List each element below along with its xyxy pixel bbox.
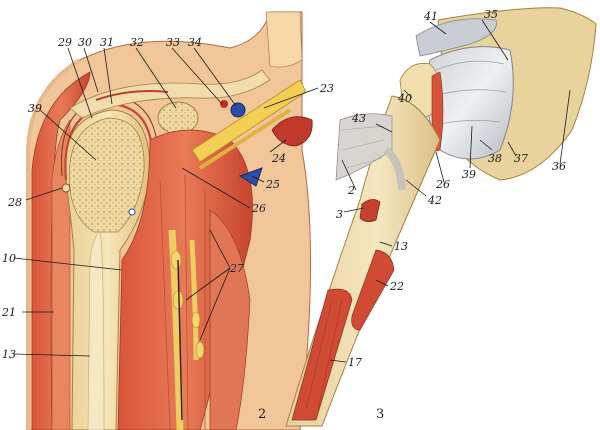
label-26: 26 [251,202,266,215]
label-43: 43 [351,112,366,125]
figure-number-3: 3 [376,407,384,422]
label-39: 39 [28,102,42,115]
label-10: 10 [2,252,16,265]
label-36: 36 [552,160,566,173]
figure-2-labels: 29 30 31 32 33 34 23 39 24 25 26 28 27 1… [1,36,334,422]
label-26-fig3: 26 [435,178,450,191]
label-21: 21 [1,306,16,319]
figure-2-illustration [26,11,313,430]
figure-3-labels: 41 35 40 43 36 2 42 26 39 38 37 3 13 22 … [336,8,566,422]
label-25: 25 [265,178,280,191]
label-13-fig3: 13 [394,240,408,253]
label-24: 24 [271,152,286,165]
label-27: 27 [229,262,244,275]
label-42: 42 [427,194,442,207]
leader-lines [13,19,571,363]
label-38: 38 [488,152,502,165]
label-17: 17 [348,356,362,369]
figure-3-illustration [285,7,597,427]
label-32: 32 [130,36,144,49]
label-22: 22 [389,280,404,293]
label-2: 2 [347,184,355,197]
label-37: 37 [514,152,528,165]
label-13: 13 [2,348,16,361]
label-39-fig3: 39 [462,168,476,181]
label-34: 34 [188,36,202,49]
label-30: 30 [78,36,92,49]
figure-number-2: 2 [258,407,266,422]
label-3: 3 [336,208,343,221]
label-35: 35 [484,8,498,21]
label-28: 28 [7,196,22,209]
label-29: 29 [57,36,72,49]
label-31: 31 [100,36,114,49]
label-40: 40 [397,92,412,105]
label-23: 23 [319,82,334,95]
label-33: 33 [166,36,180,49]
label-41: 41 [423,10,438,23]
